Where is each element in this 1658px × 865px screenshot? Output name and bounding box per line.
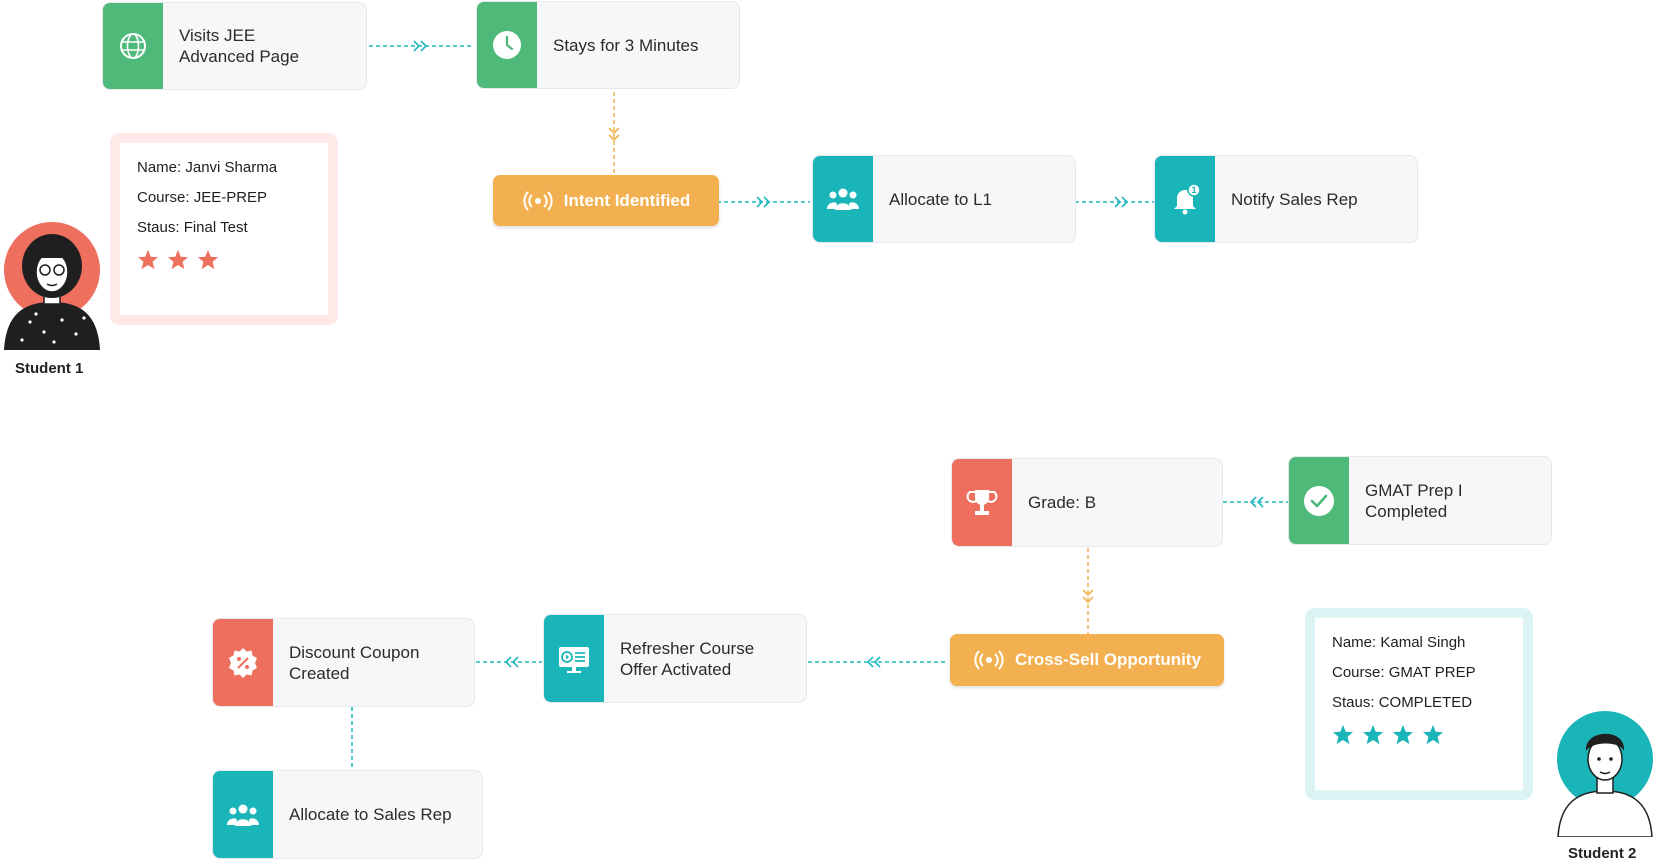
check-circle-icon-box	[1289, 457, 1349, 544]
globe-icon-box	[103, 3, 163, 89]
star-icon	[1422, 724, 1444, 745]
star-icon	[167, 249, 189, 270]
student2-card: Name: Kamal Singh Course: GMAT PREP Stau…	[1305, 608, 1533, 800]
node-label: Allocate to Sales Rep	[289, 805, 452, 824]
discount-icon-box	[213, 619, 273, 706]
student1-label: Student 1	[15, 360, 84, 377]
clock-icon-box	[477, 2, 537, 88]
student2-avatar	[1557, 711, 1653, 837]
node-discount-coupon[interactable]: Discount Coupon Created	[212, 618, 475, 707]
users-icon	[227, 804, 259, 826]
node-visits-page[interactable]: Visits JEE Advanced Page	[102, 2, 367, 90]
node-notify-sales-rep[interactable]: 1 Notify Sales Rep	[1154, 155, 1418, 243]
clock-icon	[493, 31, 521, 59]
star-icon	[1362, 724, 1384, 745]
star-icon	[1332, 724, 1354, 745]
intent-identified-pill[interactable]: Intent Identified	[493, 175, 719, 226]
node-label: Discount Coupon Created	[289, 642, 420, 683]
student-name: Name: Kamal Singh	[1332, 634, 1466, 651]
node-label: Refresher Course Offer Activated	[620, 638, 755, 679]
node-label: Visits JEE Advanced Page	[179, 26, 300, 66]
users-icon-box	[213, 771, 273, 858]
broadcast-icon	[974, 650, 1004, 670]
pill-label: Cross-Sell Opportunity	[1014, 650, 1202, 669]
discount-icon	[229, 647, 257, 678]
star-icon	[197, 249, 219, 270]
bell-icon: 1	[1174, 183, 1201, 215]
users-icon-box	[813, 156, 873, 242]
globe-icon	[120, 33, 146, 59]
node-label: GMAT Prep I Completed	[1365, 480, 1463, 521]
rating-stars	[1332, 724, 1506, 745]
node-allocate-l1[interactable]: Allocate to L1	[812, 155, 1076, 243]
star-icon	[137, 249, 159, 270]
pill-label: Intent Identified	[563, 190, 691, 210]
student1-card: Name: Janvi Sharma Course: JEE-PREP Stau…	[110, 133, 338, 325]
node-stays[interactable]: Stays for 3 Minutes	[476, 1, 740, 89]
student-course: Course: GMAT PREP	[1332, 664, 1476, 681]
node-label: Stays for 3 Minutes	[553, 35, 699, 55]
node-label: Allocate to L1	[889, 189, 993, 209]
node-label: Grade: B	[1028, 493, 1097, 512]
rating-stars	[137, 249, 311, 270]
monitor-icon-box	[544, 615, 604, 702]
monitor-icon	[559, 646, 589, 673]
node-gmat-completed[interactable]: GMAT Prep I Completed	[1288, 456, 1552, 545]
check-circle-icon	[1304, 485, 1334, 516]
node-allocate-sales-rep[interactable]: Allocate to Sales Rep	[212, 770, 483, 859]
student-course: Course: JEE-PREP	[137, 189, 268, 206]
student-status: Staus: Final Test	[137, 219, 248, 236]
trophy-icon	[966, 489, 998, 515]
node-grade[interactable]: Grade: B	[951, 458, 1223, 547]
star-icon	[1392, 724, 1414, 745]
student-status: Staus: COMPLETED	[1332, 694, 1473, 711]
broadcast-icon	[523, 190, 553, 211]
student2-label: Student 2	[1568, 845, 1637, 862]
node-label: Notify Sales Rep	[1231, 189, 1358, 209]
svg-text:1: 1	[1191, 185, 1196, 195]
student1-avatar	[4, 222, 100, 350]
bell-icon-box: 1	[1155, 156, 1215, 242]
cross-sell-opportunity-pill[interactable]: Cross-Sell Opportunity	[950, 634, 1224, 686]
student-name: Name: Janvi Sharma	[137, 159, 278, 176]
trophy-icon-box	[952, 459, 1012, 546]
node-refresher-offer[interactable]: Refresher Course Offer Activated	[543, 614, 807, 703]
users-icon	[827, 188, 859, 210]
